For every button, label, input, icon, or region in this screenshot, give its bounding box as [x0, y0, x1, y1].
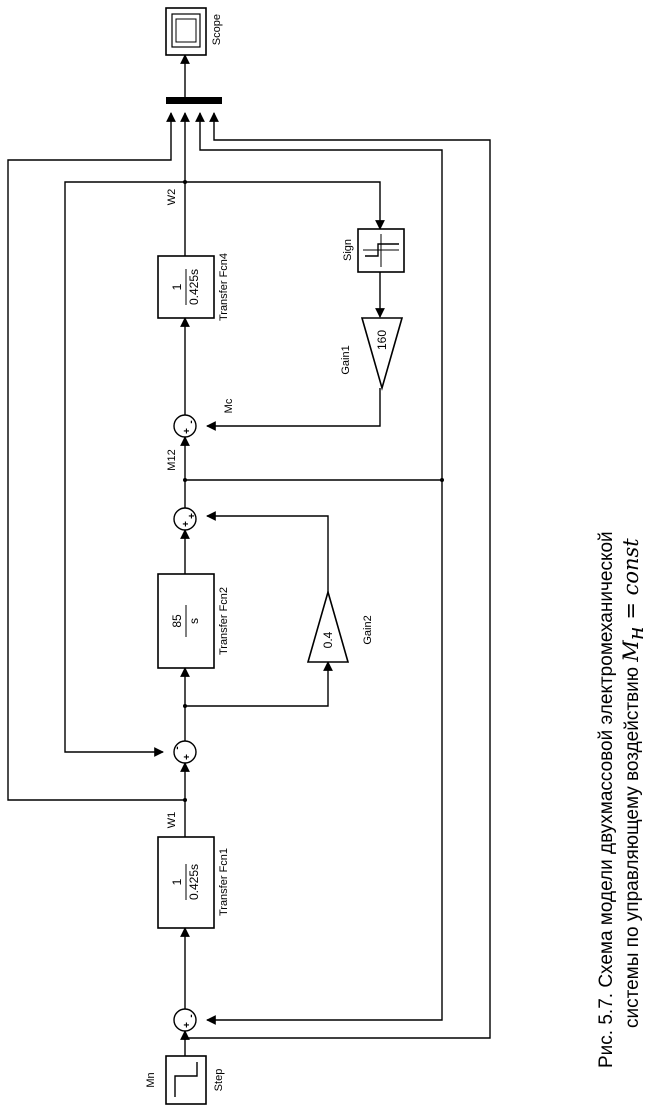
- wire-step-to-mux: [185, 112, 491, 1039]
- sum2-block[interactable]: + -: [172, 740, 197, 764]
- signal-label-w2: W2: [166, 189, 178, 206]
- wire-w1-to-mux: [7, 112, 185, 801]
- figure-caption: Рис. 5.7. Схема модели двухмассовой элек…: [596, 531, 646, 1068]
- sum2-sign-a: +: [182, 754, 193, 760]
- signal-label-m12: M12: [166, 449, 178, 470]
- transfer-fcn2-block[interactable]: 85 s Transfer Fcn2: [157, 573, 230, 669]
- sum1-sign-b: -: [186, 1014, 197, 1017]
- caption-line2-text: системы по управляющему воздействию: [622, 662, 643, 1028]
- gain1-value: 160: [375, 330, 389, 350]
- tf1-label: Transfer Fcn1: [218, 848, 230, 916]
- wire-m12-to-sum1: [185, 479, 443, 1025]
- tf2-denominator: s: [187, 618, 201, 624]
- tf4-label: Transfer Fcn4: [218, 253, 230, 321]
- gain2-value: 0.4: [321, 631, 335, 648]
- step-label: Step: [213, 1069, 225, 1092]
- gain1-block[interactable]: 160 Gain1: [340, 317, 404, 391]
- sum4-block[interactable]: + -: [173, 414, 197, 438]
- sum1-block[interactable]: + -: [173, 1008, 197, 1032]
- wire-m12-to-mux: [195, 112, 443, 480]
- sum3-sign-a: +: [181, 521, 192, 527]
- tf4-numerator: 1: [170, 283, 184, 290]
- sum3-sign-b: +: [187, 513, 198, 519]
- step-signal-label: Mn: [145, 1072, 157, 1087]
- wire-gain1-to-sum4: [206, 388, 381, 431]
- tf1-denominator: 0.425s: [187, 864, 201, 900]
- sum4-sign-a: +: [182, 428, 193, 434]
- signal-label-w1: W1: [166, 812, 178, 829]
- signal-label-mc: Mc: [223, 398, 235, 413]
- step-block[interactable]: Step Mn: [145, 1055, 225, 1105]
- caption-math-rest: = const: [619, 538, 643, 627]
- gain2-block[interactable]: 0.4 Gain2: [306, 589, 374, 663]
- mux-block[interactable]: [166, 97, 222, 104]
- sum1-sign-a: +: [182, 1022, 193, 1028]
- tf1-numerator: 1: [170, 878, 184, 885]
- caption-line2: системы по управляющему воздействию Mн =…: [619, 538, 646, 1028]
- wire-to-gain2: [185, 661, 333, 707]
- scope-label: Scope: [211, 14, 223, 45]
- scope-block[interactable]: Scope: [165, 7, 223, 56]
- transfer-fcn1-block[interactable]: 1 0.425s Transfer Fcn1: [157, 836, 230, 929]
- tf4-denominator: 0.425s: [187, 269, 201, 305]
- wire-gain2-to-sum3: [206, 511, 329, 592]
- tf2-label: Transfer Fcn2: [218, 587, 230, 655]
- signal-wires: [7, 54, 491, 1056]
- sum3-block[interactable]: + +: [173, 507, 198, 531]
- transfer-fcn4-block[interactable]: 1 0.425s Transfer Fcn4: [157, 253, 230, 321]
- sum2-sign-b: -: [172, 746, 183, 749]
- sum4-sign-b: -: [186, 420, 197, 423]
- sign-block[interactable]: Sign: [342, 228, 405, 273]
- sign-label: Sign: [342, 239, 354, 261]
- tf2-numerator: 85: [170, 614, 184, 628]
- wire-w2-to-sum2: [64, 181, 185, 757]
- caption-line1: Рис. 5.7. Схема модели двухмассовой элек…: [596, 531, 617, 1068]
- caption-math-var: M: [619, 640, 643, 663]
- gain1-label: Gain1: [340, 345, 352, 374]
- gain2-label: Gain2: [362, 615, 374, 644]
- wire-w2-to-sign: [185, 181, 385, 230]
- caption-math-sub: н: [624, 626, 646, 640]
